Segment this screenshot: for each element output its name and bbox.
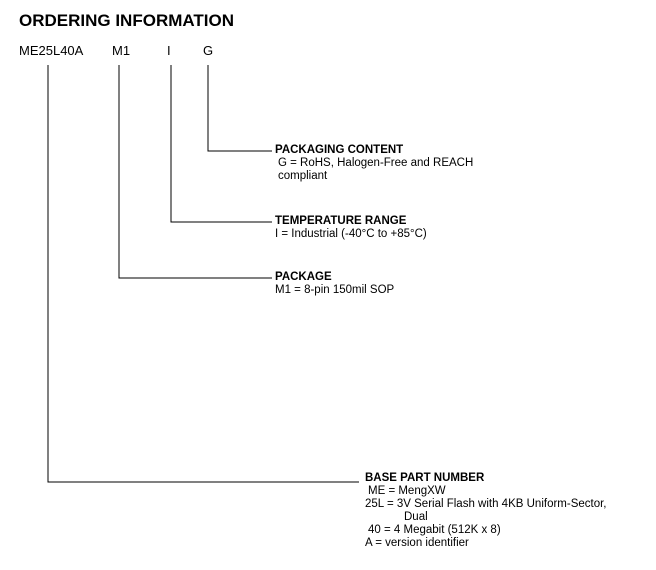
base-part-line-2: 25L = 3V Serial Flash with 4KB Uniform-S… <box>365 498 607 510</box>
packaging-content-block: PACKAGING CONTENT G = RoHS, Halogen-Free… <box>275 144 473 183</box>
package-line-1: M1 = 8-pin 150mil SOP <box>275 284 395 296</box>
base-part-line-1: ME = MengXW <box>368 485 446 497</box>
base-part-line-5: A = version identifier <box>365 537 469 549</box>
connector-base-part <box>47 65 359 483</box>
temperature-range-line-1: I = Industrial (-40°C to +85°C) <box>275 228 427 240</box>
temperature-range-block: TEMPERATURE RANGE I = Industrial (-40°C … <box>275 215 427 241</box>
packaging-content-line-2: compliant <box>278 170 328 182</box>
packaging-content-heading: PACKAGING CONTENT <box>275 144 404 156</box>
package-heading: PACKAGE <box>275 271 332 283</box>
connector-temperature <box>170 65 272 223</box>
temperature-range-heading: TEMPERATURE RANGE <box>275 215 407 227</box>
page-title: ORDERING INFORMATION <box>19 11 235 30</box>
connector-package <box>118 65 272 279</box>
part-code-base: ME25L40A <box>19 43 84 58</box>
part-code-package: M1 <box>112 43 131 58</box>
base-part-line-4: 40 = 4 Megabit (512K x 8) <box>368 524 501 536</box>
part-code-packaging: G <box>203 43 214 58</box>
package-block: PACKAGE M1 = 8-pin 150mil SOP <box>275 271 394 297</box>
part-code-temperature: I <box>167 43 171 58</box>
connector-packaging <box>207 65 272 152</box>
base-part-line-3: Dual <box>404 511 428 523</box>
base-part-number-heading: BASE PART NUMBER <box>365 472 485 484</box>
base-part-number-block: BASE PART NUMBER ME = MengXW 25L = 3V Se… <box>365 472 607 550</box>
packaging-content-line-1: G = RoHS, Halogen-Free and REACH <box>278 157 474 169</box>
